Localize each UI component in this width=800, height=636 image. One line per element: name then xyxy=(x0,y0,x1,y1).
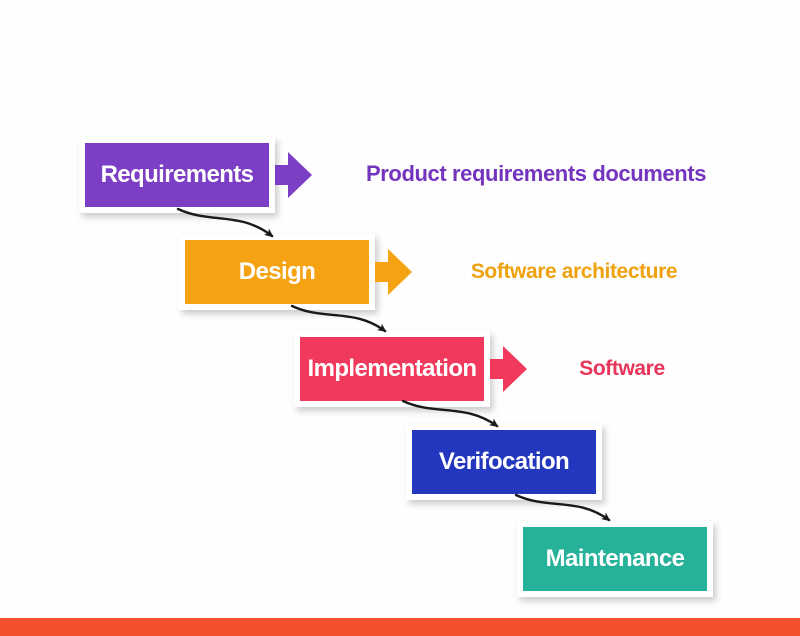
stage-box-implementation: Implementation xyxy=(294,331,490,407)
stage-box-design: Design xyxy=(179,234,375,310)
stage-label-maintenance: Maintenance xyxy=(545,545,685,572)
block-arrow-right-icon xyxy=(275,152,312,198)
block-arrow-right-icon xyxy=(490,346,527,392)
annotation-software: Software xyxy=(579,357,665,380)
stage-label-requirements: Requirements xyxy=(100,161,254,188)
stage-label-design: Design xyxy=(238,258,316,285)
stage-box-maintenance: Maintenance xyxy=(517,521,713,597)
connector-arrow-1 xyxy=(176,207,274,238)
block-arrow-right-icon xyxy=(375,249,412,295)
annotation-software-architecture: Software architecture xyxy=(470,260,678,283)
stage-label-verifocation: Verifocation xyxy=(438,448,570,475)
stage-label-implementation: Implementation xyxy=(307,355,478,382)
footer-accent-bar xyxy=(0,618,800,636)
stage-box-requirements: Requirements xyxy=(79,137,275,213)
stage-box-verifocation: Verifocation xyxy=(406,424,602,500)
annotation-product-requirements-documents: Product requirements documents xyxy=(366,161,707,186)
